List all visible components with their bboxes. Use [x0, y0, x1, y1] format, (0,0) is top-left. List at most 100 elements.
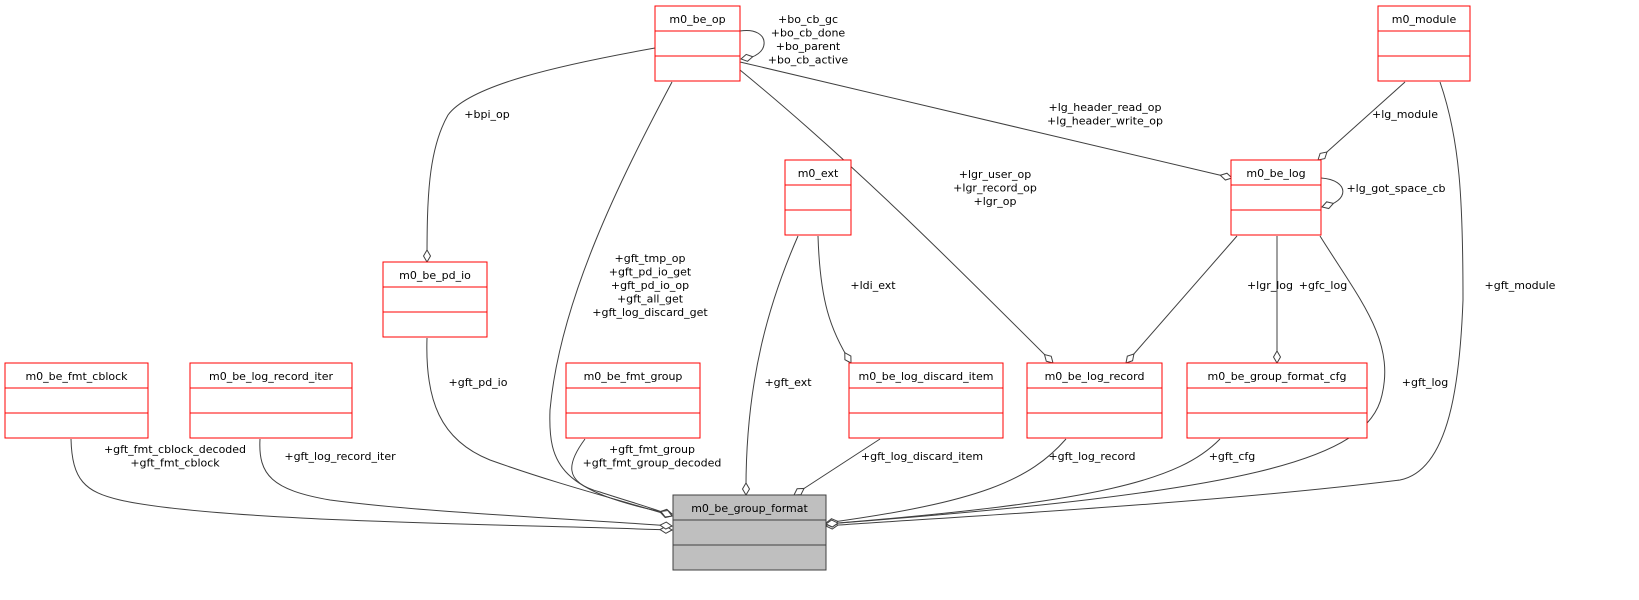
- aggregation-diamond-icon: [1321, 201, 1335, 210]
- class-name: m0_be_group_format: [691, 502, 808, 515]
- class-node-fmt-group[interactable]: m0_be_fmt_group: [565, 362, 701, 439]
- node-compartment: [189, 412, 353, 439]
- edge-label: +lg_header_write_op: [1047, 115, 1163, 128]
- edge-label: +gft_all_get: [617, 293, 684, 306]
- edge-line: [426, 47, 656, 263]
- class-name: m0_be_fmt_cblock: [25, 370, 128, 383]
- edge-label: +lgr_user_op: [959, 168, 1032, 181]
- edge-label: +gft_pd_io_op: [611, 279, 689, 292]
- class-node-be-op[interactable]: m0_be_op: [654, 5, 741, 82]
- edge-discard-gf: [793, 438, 881, 496]
- node-compartment: [1026, 387, 1163, 414]
- node-compartment: [1026, 362, 1163, 389]
- edge-label: +gft_module: [1485, 279, 1556, 292]
- edge-iter-gf: [259, 438, 673, 530]
- node-compartment: [654, 5, 741, 32]
- class-node-group-format-cfg[interactable]: m0_be_group_format_cfg: [1186, 362, 1368, 439]
- edge-be-log-log-record: [1125, 235, 1238, 364]
- edge-line: [70, 438, 673, 531]
- edge-line: [1125, 235, 1238, 364]
- class-node-be-log[interactable]: m0_be_log: [1230, 159, 1322, 236]
- edge-label: +gft_ext: [764, 376, 812, 389]
- node-compartment: [1186, 362, 1368, 389]
- aggregation-diamond-icon: [844, 351, 852, 364]
- node-compartment: [4, 412, 149, 439]
- node-compartment: [848, 412, 1004, 439]
- aggregation-diamond-icon: [659, 521, 673, 530]
- node-compartment: [189, 387, 353, 414]
- class-node-log-record[interactable]: m0_be_log_record: [1026, 362, 1163, 439]
- edge-label: +ldi_ext: [850, 279, 896, 292]
- class-name: m0_be_log_record: [1045, 370, 1145, 383]
- edge-ext-discard: [817, 235, 852, 364]
- aggregation-diamond-icon: [741, 482, 751, 496]
- class-node-module[interactable]: m0_module: [1377, 5, 1471, 82]
- node-compartment: [382, 286, 488, 313]
- edge-label: +lgr_log: [1247, 279, 1293, 292]
- edge-line: [745, 235, 799, 496]
- edge-label: +gft_log_discard_get: [592, 306, 708, 319]
- edge-label: +gft_fmt_cblock: [130, 457, 220, 470]
- edge-label: +gft_log_discard_item: [861, 450, 983, 463]
- node-compartment: [1186, 412, 1368, 439]
- class-node-fmt-cblock[interactable]: m0_be_fmt_cblock: [4, 362, 149, 439]
- aggregation-diamond-icon: [1125, 353, 1135, 364]
- class-node-discard-item[interactable]: m0_be_log_discard_item: [848, 362, 1004, 439]
- edge-be-op-be-log: [739, 61, 1233, 181]
- class-name: m0_be_log_discard_item: [859, 370, 994, 383]
- class-name: m0_be_log_record_iter: [209, 370, 334, 383]
- edge-be-log-self: [1320, 177, 1344, 210]
- class-node-pd-io[interactable]: m0_be_pd_io: [382, 261, 488, 338]
- edge-label: +gft_fmt_group_decoded: [583, 457, 722, 470]
- class-node-ext[interactable]: m0_ext: [784, 159, 852, 236]
- node-compartment: [382, 261, 488, 288]
- edge-label: +bo_parent: [776, 40, 841, 53]
- edge-fmt-group-gf: [571, 438, 673, 518]
- node-compartment: [565, 412, 701, 439]
- edge-label: +gft_pd_io_get: [609, 266, 692, 279]
- edge-label: +lgr_op: [974, 195, 1017, 208]
- edge-line: [793, 438, 881, 496]
- node-compartment: [1026, 412, 1163, 439]
- edge-label: +gft_cfg: [1209, 450, 1256, 463]
- edge-line: [426, 337, 673, 517]
- edge-line: [825, 438, 1067, 524]
- class-node-log-record-iter[interactable]: m0_be_log_record_iter: [189, 362, 353, 439]
- edge-be-op-self: [739, 30, 765, 62]
- edge-line: [825, 438, 1221, 525]
- node-compartment: [565, 387, 701, 414]
- node-compartment: [1186, 387, 1368, 414]
- edge-label: +gft_log_record_iter: [284, 450, 396, 463]
- edge-cfg-gf: [825, 438, 1221, 528]
- node-compartment: [784, 159, 852, 186]
- class-name: m0_be_op: [669, 13, 725, 26]
- edge-be-op-log-record: [739, 69, 1054, 364]
- aggregation-diamond-icon: [659, 509, 673, 518]
- edge-module-be-log: [1317, 81, 1406, 161]
- edge-label: +gft_log: [1402, 376, 1448, 389]
- node-compartment: [784, 184, 852, 211]
- edge-label: +bpi_op: [464, 108, 509, 121]
- class-node-group-format[interactable]: m0_be_group_format: [672, 494, 827, 571]
- aggregation-diamond-icon: [793, 487, 805, 496]
- node-compartment: [1377, 5, 1471, 32]
- node-compartment: [382, 311, 488, 338]
- edge-label: +lgr_record_op: [953, 182, 1037, 195]
- node-compartment: [4, 387, 149, 414]
- edge-line: [571, 438, 673, 517]
- node-compartment: [784, 209, 852, 236]
- edge-label: +lg_got_space_cb: [1346, 182, 1445, 195]
- aggregation-diamond-icon: [825, 519, 839, 528]
- edge-label: +gft_pd_io: [449, 376, 508, 389]
- edge-line: [817, 235, 852, 364]
- node-compartment: [189, 362, 353, 389]
- node-compartment: [654, 30, 741, 57]
- aggregation-diamond-icon: [740, 53, 754, 62]
- node-compartment: [848, 387, 1004, 414]
- class-name: m0_be_log: [1246, 167, 1305, 180]
- node-compartment: [1377, 30, 1471, 57]
- class-name: m0_ext: [798, 167, 839, 180]
- class-name: m0_be_group_format_cfg: [1207, 370, 1346, 383]
- aggregation-diamond-icon: [1272, 350, 1282, 364]
- edge-line: [739, 61, 1233, 179]
